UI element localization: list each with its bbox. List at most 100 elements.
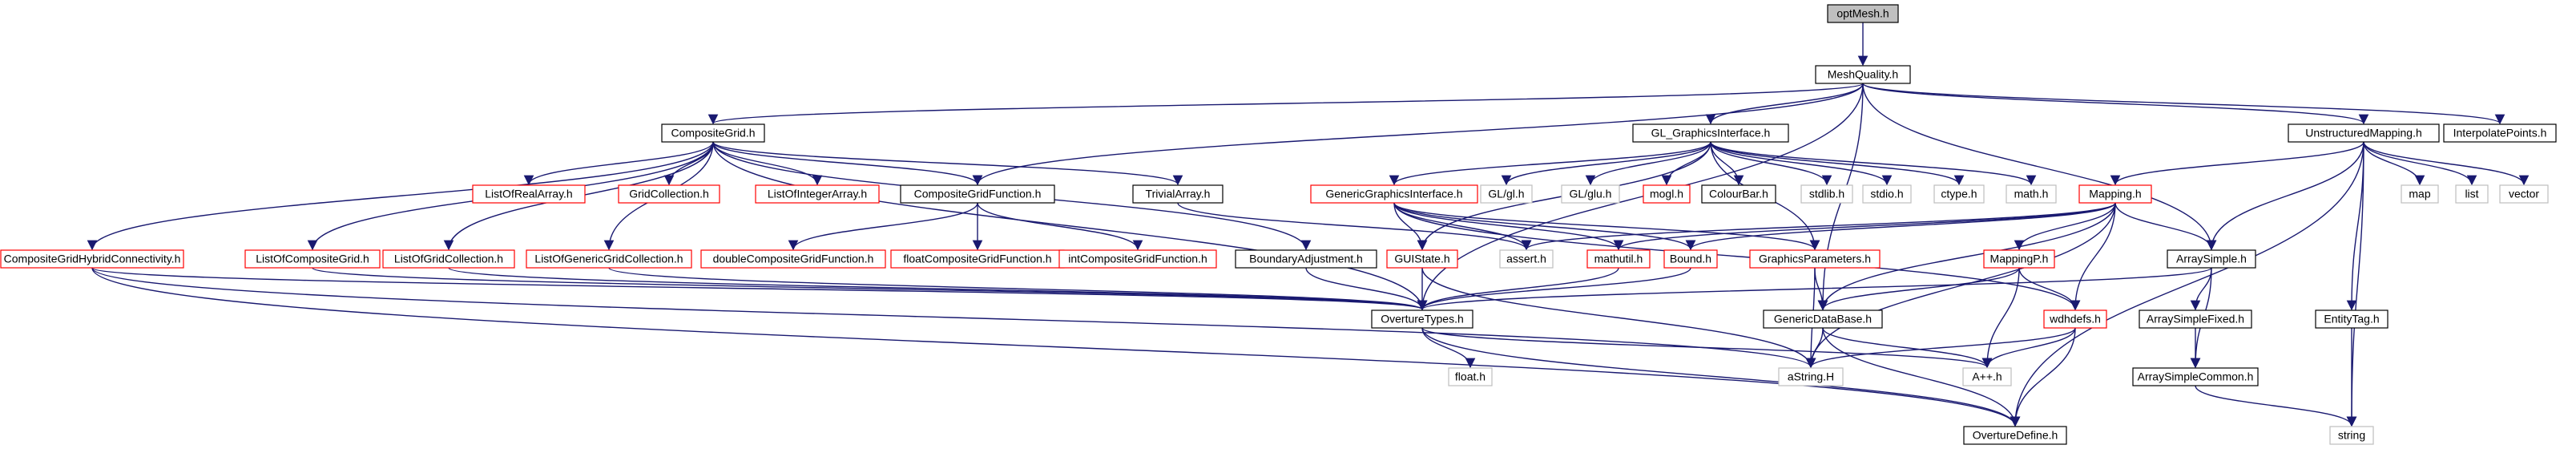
- node-label-vector: vector: [2509, 188, 2539, 200]
- node-label-ListOfCompositeGrid: ListOfCompositeGrid.h: [256, 253, 369, 265]
- node-box-EntityTag: [2315, 309, 2389, 329]
- edge-MeshQuality-to-CompositeGridFunction: [972, 83, 1864, 186]
- node-ctype[interactable]: ctype.h: [1933, 184, 1985, 204]
- node-GLGraphics[interactable]: GL_GraphicsInterface.h: [1632, 123, 1789, 143]
- node-box-Appph: [1962, 367, 2012, 386]
- node-GenericGraphicsInterface[interactable]: GenericGraphicsInterface.h: [1310, 184, 1478, 204]
- node-ListOfCompositeGrid[interactable]: ListOfCompositeGrid.h: [244, 249, 381, 269]
- node-GUIState[interactable]: GUIState.h: [1386, 249, 1458, 269]
- node-label-mogl: mogl.h: [1650, 188, 1683, 200]
- node-Mapping[interactable]: Mapping.h: [2078, 184, 2152, 204]
- node-BoundaryAdjustment[interactable]: BoundaryAdjustment.h: [1235, 249, 1377, 269]
- node-OvertureDefine[interactable]: OvertureDefine.h: [1963, 426, 2067, 445]
- node-label-ArraySimpleCommon: ArraySimpleCommon.h: [2138, 370, 2254, 383]
- node-ListOfGridCollection[interactable]: ListOfGridCollection.h: [382, 249, 515, 269]
- node-ArraySimpleCommon[interactable]: ArraySimpleCommon.h: [2132, 367, 2259, 386]
- node-UnstructuredMapping[interactable]: UnstructuredMapping.h: [2288, 123, 2440, 143]
- node-label-stringh: string: [2338, 429, 2365, 442]
- node-GLgl[interactable]: GL/gl.h: [1480, 184, 1533, 204]
- node-ListOfGenericGridCollection[interactable]: ListOfGenericGridCollection.h: [526, 249, 692, 269]
- node-label-GLgl: GL/gl.h: [1488, 188, 1524, 200]
- node-CGHybrid[interactable]: CompositeGridHybridConnectivity.h: [0, 249, 184, 269]
- node-box-GenericGraphicsInterface: [1310, 184, 1478, 204]
- node-box-ColourBar: [1701, 184, 1776, 204]
- node-Bound[interactable]: Bound.h: [1663, 249, 1718, 269]
- edge-GLGraphics-to-GenericGraphicsInterface: [1389, 141, 1711, 186]
- node-GridCollection[interactable]: GridCollection.h: [618, 184, 720, 204]
- node-ColourBar[interactable]: ColourBar.h: [1701, 184, 1776, 204]
- node-box-stdlib: [1800, 184, 1853, 204]
- node-aString[interactable]: aString.H: [1778, 367, 1844, 386]
- node-GLglu[interactable]: GL/glu.h: [1561, 184, 1620, 204]
- node-mathutil[interactable]: mathutil.h: [1586, 249, 1651, 269]
- node-CompositeGridFunction[interactable]: CompositeGridFunction.h: [900, 184, 1055, 204]
- node-label-GLGraphics: GL_GraphicsInterface.h: [1651, 127, 1771, 140]
- node-stringh[interactable]: string: [2329, 426, 2374, 445]
- node-box-CGHybrid: [0, 249, 184, 269]
- edge-MeshQuality-to-CompositeGrid: [708, 83, 1864, 125]
- node-box-vector: [2499, 184, 2549, 204]
- edge-UnstructuredMapping-to-stringh: [2346, 141, 2364, 427]
- node-floath[interactable]: float.h: [1448, 367, 1493, 386]
- node-label-intCGF: intCompositeGridFunction.h: [1068, 253, 1207, 265]
- node-label-mathutil: mathutil.h: [1594, 253, 1643, 265]
- node-ListOfIntegerArray[interactable]: ListOfIntegerArray.h: [755, 184, 880, 204]
- edge-CompositeGridFunction-to-intCGF: [977, 202, 1143, 251]
- node-box-wdhdefs: [2043, 309, 2107, 329]
- node-ArraySimpleFixed[interactable]: ArraySimpleFixed.h: [2139, 309, 2252, 329]
- node-list[interactable]: list: [2455, 184, 2489, 204]
- node-CompositeGrid[interactable]: CompositeGrid.h: [661, 123, 765, 143]
- node-mathh[interactable]: math.h: [2006, 184, 2057, 204]
- edge-GenericGraphicsInterface-to-wdhdefs: [1393, 202, 2081, 311]
- node-label-MeshQuality: MeshQuality.h: [1828, 68, 1898, 81]
- node-optMesh[interactable]: optMesh.h: [1827, 4, 1899, 23]
- node-label-OvertureTypes: OvertureTypes.h: [1381, 313, 1464, 326]
- node-label-ColourBar: ColourBar.h: [1709, 188, 1768, 200]
- edge-OvertureTypes-to-Appph: [1421, 327, 1992, 369]
- node-EntityTag[interactable]: EntityTag.h: [2315, 309, 2389, 329]
- node-map[interactable]: map: [2401, 184, 2439, 204]
- node-GenericDataBase[interactable]: GenericDataBase.h: [1763, 309, 1883, 329]
- edge-GLGraphics-to-GLglu: [1585, 141, 1711, 186]
- edge-CGHybrid-to-aString: [91, 267, 1816, 369]
- node-stdlib[interactable]: stdlib.h: [1800, 184, 1853, 204]
- edge-wdhdefs-to-Appph: [1981, 327, 2076, 369]
- edge-UnstructuredMapping-to-ArraySimple: [2206, 141, 2364, 251]
- node-wdhdefs[interactable]: wdhdefs.h: [2043, 309, 2107, 329]
- node-GraphicsParameters[interactable]: GraphicsParameters.h: [1749, 249, 1881, 269]
- node-OvertureTypes[interactable]: OvertureTypes.h: [1371, 309, 1473, 329]
- node-box-CompositeGrid: [661, 123, 765, 143]
- edge-MeshQuality-to-GLGraphics: [1705, 83, 1864, 125]
- node-TrivialArray[interactable]: TrivialArray.h: [1132, 184, 1223, 204]
- node-label-CompositeGrid: CompositeGrid.h: [671, 127, 755, 140]
- edge-CGHybrid-to-OvertureTypes: [91, 267, 1427, 311]
- node-box-optMesh: [1827, 4, 1899, 23]
- node-mogl[interactable]: mogl.h: [1643, 184, 1691, 204]
- node-label-ListOfGenericGridCollection: ListOfGenericGridCollection.h: [534, 253, 683, 265]
- node-Appph[interactable]: A++.h: [1962, 367, 2012, 386]
- node-box-ListOfGridCollection: [382, 249, 515, 269]
- node-box-ListOfGenericGridCollection: [526, 249, 692, 269]
- node-InterpolatePoints[interactable]: InterpolatePoints.h: [2443, 123, 2557, 143]
- edge-GLGraphics-to-stdio: [1710, 141, 1893, 186]
- node-MeshQuality[interactable]: MeshQuality.h: [1815, 65, 1911, 84]
- edge-CompositeGrid-to-OvertureTypes: [712, 141, 1428, 311]
- node-intCGF[interactable]: intCompositeGridFunction.h: [1058, 249, 1217, 269]
- node-label-ArraySimpleFixed: ArraySimpleFixed.h: [2147, 313, 2244, 326]
- node-box-doubleCGF: [700, 249, 886, 269]
- node-box-ListOfCompositeGrid: [244, 249, 381, 269]
- edge-UnstructuredMapping-to-OvertureDefine: [2010, 141, 2364, 427]
- node-stdio[interactable]: stdio.h: [1862, 184, 1912, 204]
- node-floatCGF[interactable]: floatCompositeGridFunction.h: [890, 249, 1065, 269]
- node-ListOfRealArray[interactable]: ListOfRealArray.h: [472, 184, 586, 204]
- node-MappingP[interactable]: MappingP.h: [1983, 249, 2055, 269]
- node-doubleCGF[interactable]: doubleCompositeGridFunction.h: [700, 249, 886, 269]
- node-label-CGHybrid: CompositeGridHybridConnectivity.h: [4, 253, 181, 265]
- edge-CompositeGrid-to-ListOfIntegerArray: [712, 141, 823, 186]
- node-ArraySimple[interactable]: ArraySimple.h: [2167, 249, 2256, 269]
- node-box-intCGF: [1058, 249, 1217, 269]
- node-vector[interactable]: vector: [2499, 184, 2549, 204]
- node-asserth[interactable]: assert.h: [1499, 249, 1554, 269]
